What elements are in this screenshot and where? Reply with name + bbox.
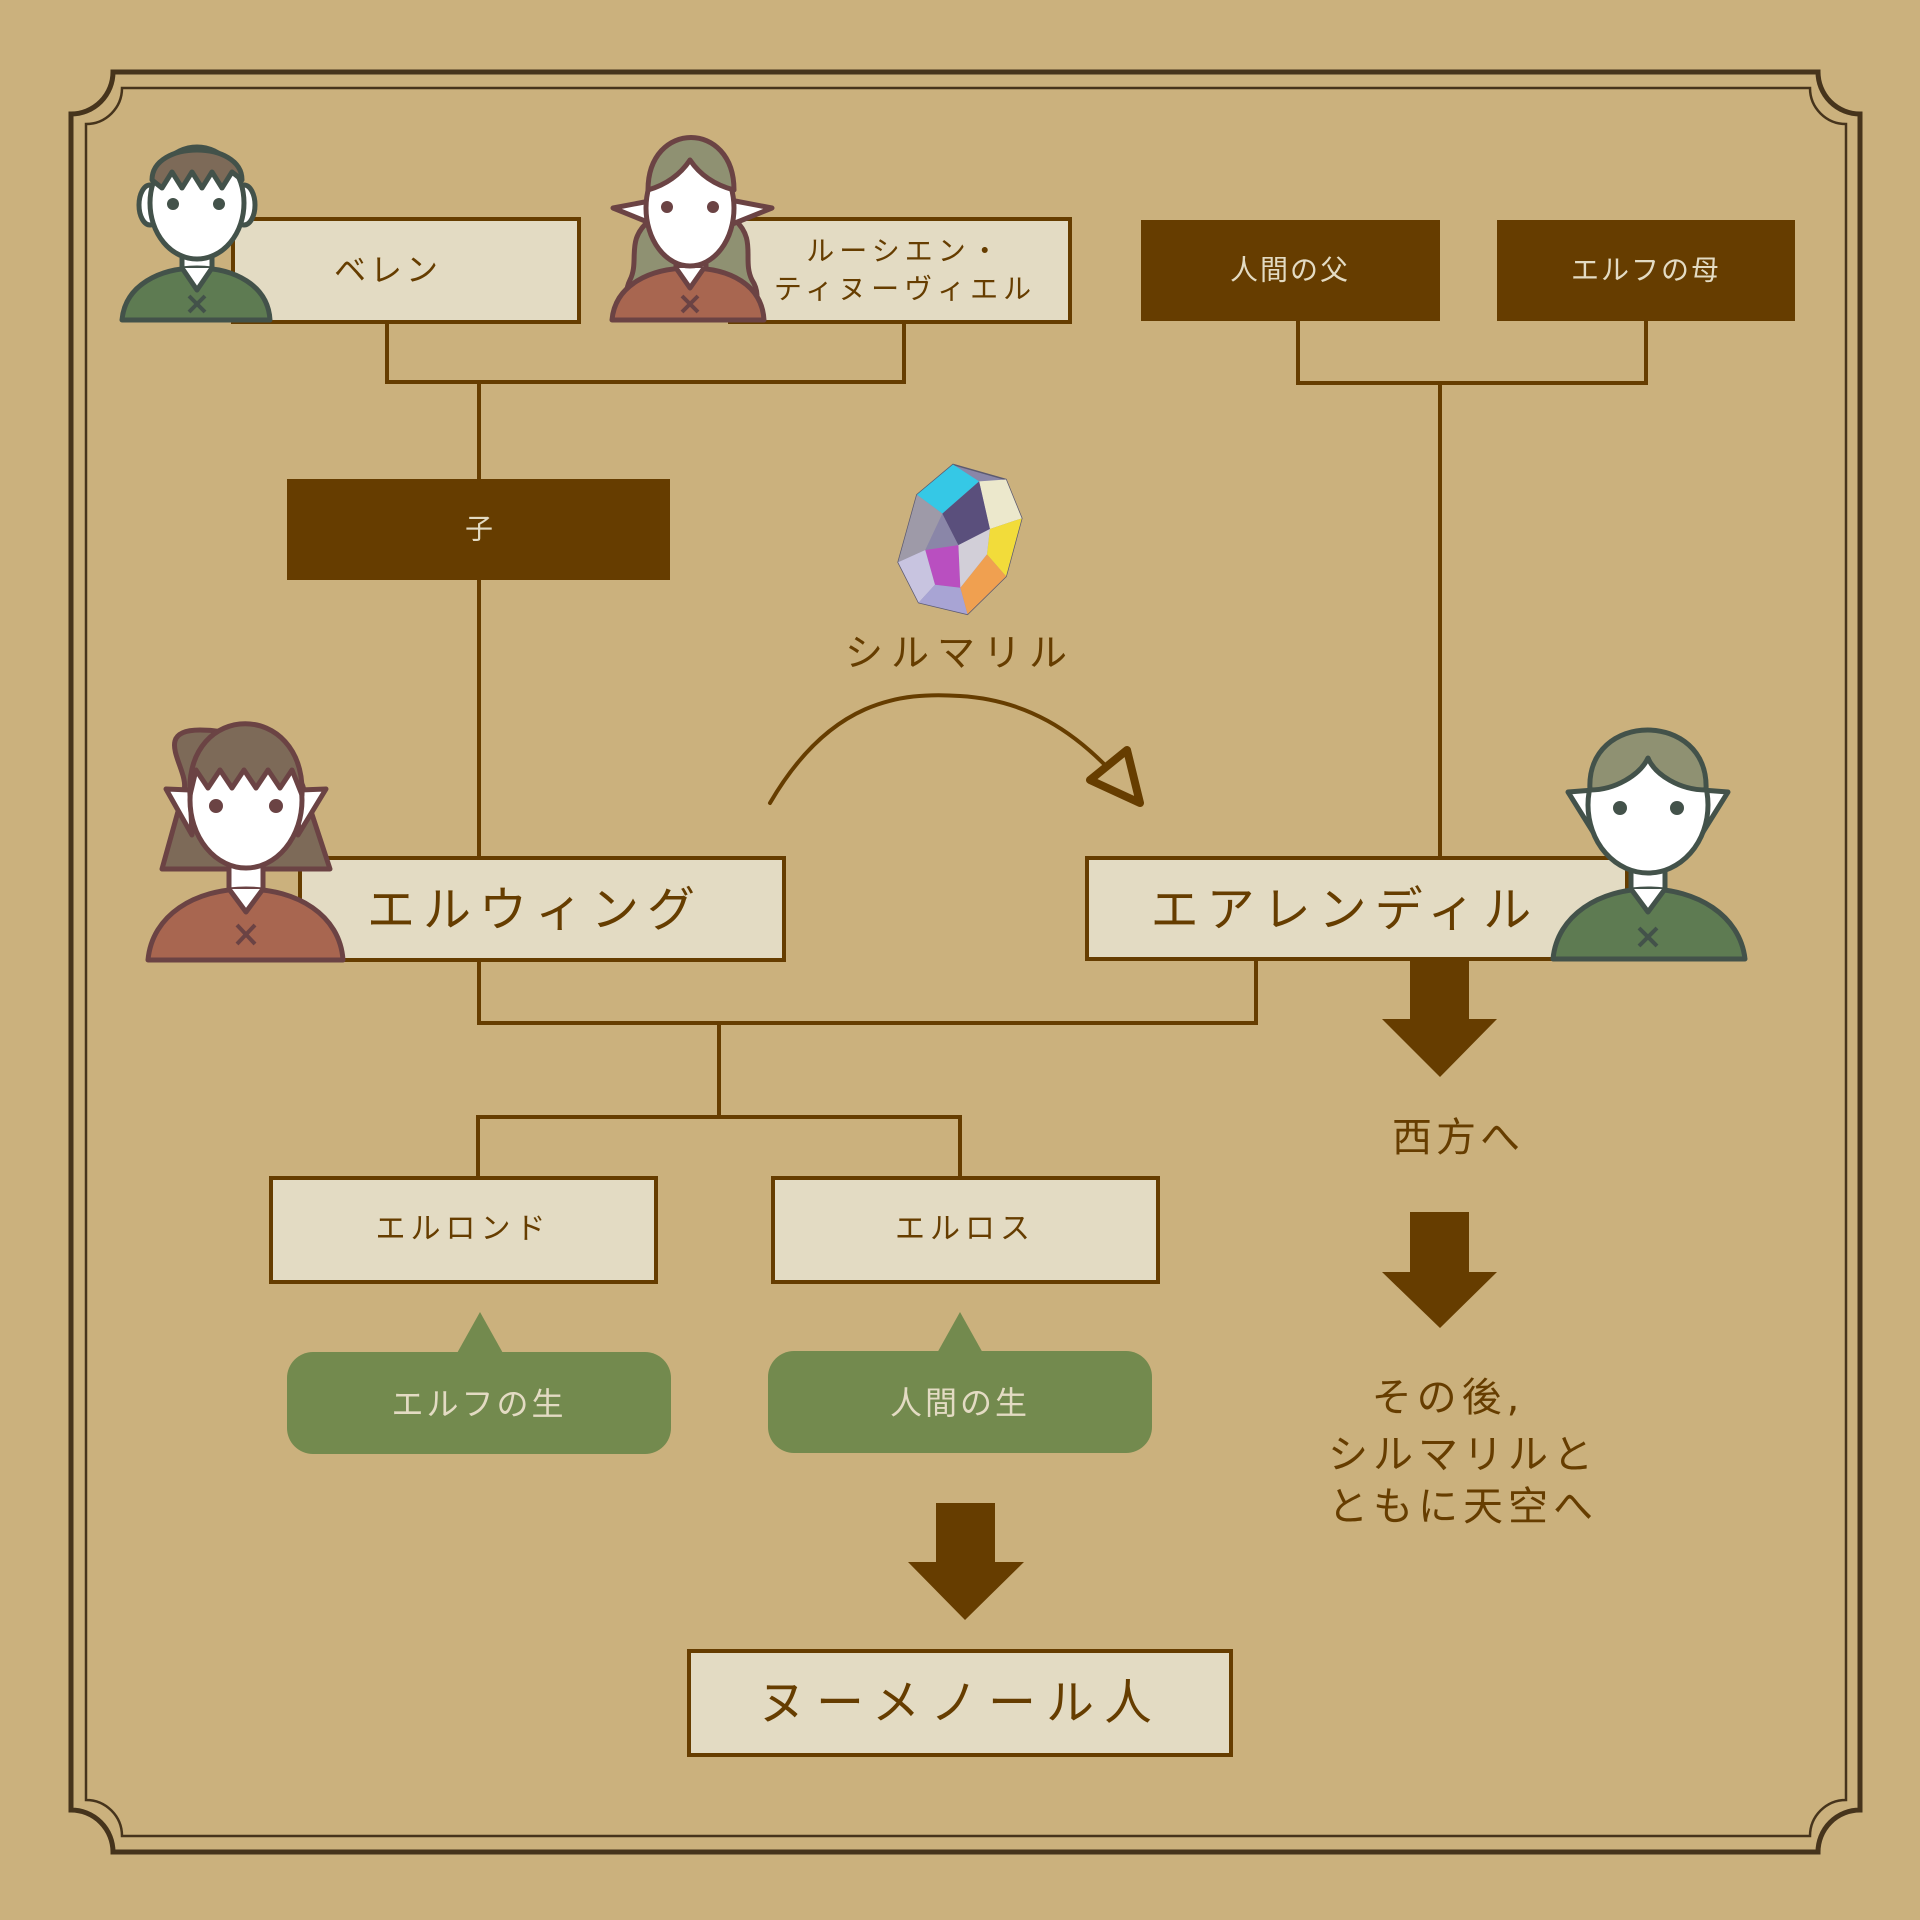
beren-box[interactable] bbox=[231, 217, 581, 324]
couple-connector bbox=[477, 960, 1258, 1025]
human-father-label: 人間の父 bbox=[1230, 254, 1350, 287]
bubble-body bbox=[287, 1352, 671, 1454]
earendil-label: エアレンディル bbox=[1151, 882, 1540, 938]
westward-label: 西方へ bbox=[1392, 1115, 1524, 1161]
earendil-avatar-icon bbox=[1550, 727, 1748, 962]
frame-outer bbox=[68, 69, 1863, 1855]
numenoreans-label: ヌーメノール人 bbox=[758, 1675, 1162, 1731]
down-arrow-icon bbox=[1382, 1212, 1497, 1328]
elrond-fate-label: エルフの生 bbox=[391, 1385, 566, 1423]
bubble-body bbox=[768, 1351, 1152, 1453]
bubble-pointer bbox=[456, 1312, 504, 1355]
down-arrow-icon bbox=[908, 1503, 1024, 1620]
elrond-label: エルロンド bbox=[376, 1212, 551, 1247]
elf-mother-box[interactable] bbox=[1497, 220, 1795, 321]
silmaril-label: シルマリル bbox=[845, 631, 1075, 675]
silmaril-gem-icon bbox=[897, 463, 1023, 616]
frame-inner bbox=[84, 86, 1848, 1838]
elf-mother-label: エルフの母 bbox=[1571, 254, 1721, 287]
elros-fate-label: 人間の生 bbox=[890, 1384, 1030, 1422]
elwing-avatar-icon bbox=[145, 721, 346, 963]
elwing-box[interactable] bbox=[298, 856, 786, 962]
human-father-box[interactable] bbox=[1141, 220, 1440, 321]
luthien-avatar-icon bbox=[609, 135, 775, 323]
numenoreans-box[interactable] bbox=[687, 1649, 1233, 1757]
child-label: 子 bbox=[465, 513, 493, 546]
elrond-box[interactable] bbox=[269, 1176, 658, 1284]
earendil-box[interactable] bbox=[1085, 856, 1629, 961]
parents-connector bbox=[385, 322, 906, 384]
twins-connector bbox=[476, 1115, 962, 1177]
arrowhead-icon bbox=[1086, 746, 1144, 807]
connector-lines bbox=[385, 321, 1648, 1177]
luthien-box[interactable] bbox=[728, 217, 1072, 324]
beren-avatar-icon bbox=[119, 144, 273, 323]
down-arrow-icon bbox=[1382, 960, 1497, 1077]
elrond-fate-bubble: エルフの生 bbox=[287, 1312, 671, 1454]
earendil-parents-connector bbox=[1296, 321, 1648, 385]
elros-label: エルロス bbox=[895, 1212, 1035, 1247]
beren-label: ベレン bbox=[334, 251, 442, 289]
elros-fate-bubble: 人間の生 bbox=[768, 1312, 1152, 1453]
luthien-label-line1: ルーシエン・ bbox=[806, 235, 1003, 268]
silmaril-transfer-arrow bbox=[768, 693, 1107, 805]
bubble-pointer bbox=[936, 1312, 984, 1355]
ascension-label-line2: シルマリルと bbox=[1328, 1432, 1598, 1478]
elros-box[interactable] bbox=[771, 1176, 1160, 1284]
child-box[interactable] bbox=[287, 479, 670, 580]
luthien-label-line2: ティヌーヴィエル bbox=[774, 273, 1036, 306]
elwing-label: エルウィング bbox=[367, 882, 703, 938]
ascension-label-line3: ともに天空へ bbox=[1328, 1484, 1598, 1530]
ascension-label-line1: その後, bbox=[1372, 1375, 1525, 1421]
